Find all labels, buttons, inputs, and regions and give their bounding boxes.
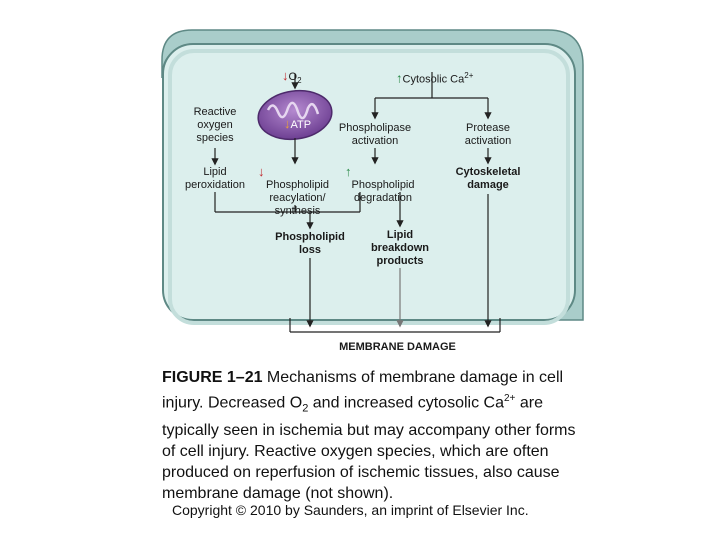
reactive-oxygen-species-label: Reactive oxygen species: [193, 106, 237, 144]
o2-subscript: 2: [297, 76, 302, 86]
figure-number: FIGURE 1–21: [162, 369, 263, 386]
atp-label: ↓ATP: [284, 104, 324, 132]
lipid-breakdown-products-label: Lipid breakdown products: [370, 229, 430, 267]
lipid-peroxidation-label: Lipid peroxidation: [185, 166, 245, 191]
cell-inner-edge: [168, 49, 570, 325]
copyright-notice: Copyright © 2010 by Saunders, an imprint…: [172, 502, 529, 518]
phospholipid-loss-label: Phospholipid loss: [275, 231, 345, 256]
phospholipid-degradation-text: Phospholipid degradation: [351, 179, 415, 204]
mitochondrion-icon: [257, 89, 333, 141]
membrane-damage-diagram: [161, 29, 584, 333]
decrease-arrow-icon: ↓: [282, 68, 289, 83]
increase-arrow-icon: ↑: [396, 70, 403, 86]
degradation-increase-arrow-icon: ↑: [345, 164, 352, 179]
caption-o2-subscript: 2: [302, 402, 309, 415]
caption-text-1: Mechanisms of membrane damage in cell in…: [162, 369, 564, 412]
caption-text-2: and increased cytosolic Ca: [308, 394, 504, 412]
cytosolic-ca-text: Cytosolic Ca: [402, 73, 465, 86]
o2-text: O: [288, 71, 298, 83]
ca-superscript: 2+: [464, 71, 474, 80]
figure-caption: FIGURE 1–21 Mechanisms of membrane damag…: [162, 367, 582, 504]
reacylation-decrease-arrow-icon: ↓: [258, 164, 265, 179]
o2-label: ↓O2: [282, 56, 332, 87]
atp-decrease-arrow-icon: ↓: [284, 116, 291, 131]
cytoskeletal-damage-label: Cytoskeletal damage: [455, 166, 521, 191]
phospholipase-activation-label: Phospholipase activation: [338, 122, 412, 147]
membrane-damage-label: MEMBRANE DAMAGE: [339, 341, 456, 353]
caption-ca-superscript: 2+: [503, 393, 516, 404]
phospholipid-reacylation-label: ↓Phospholipid reacylation/ synthesis: [255, 164, 340, 218]
protease-activation-label: Protease activation: [464, 122, 512, 147]
phospholipid-degradation-label: ↑Phospholipid degradation: [343, 164, 423, 205]
caption-text-3: are typically seen in ischemia but may a…: [162, 394, 576, 502]
atp-text: ATP: [290, 119, 312, 131]
cytosolic-ca-label: ↑Cytosolic Ca2+: [396, 56, 506, 87]
diagram-connectors: [211, 72, 501, 333]
phospholipid-reacylation-text: Phospholipid reacylation/ synthesis: [266, 179, 329, 217]
